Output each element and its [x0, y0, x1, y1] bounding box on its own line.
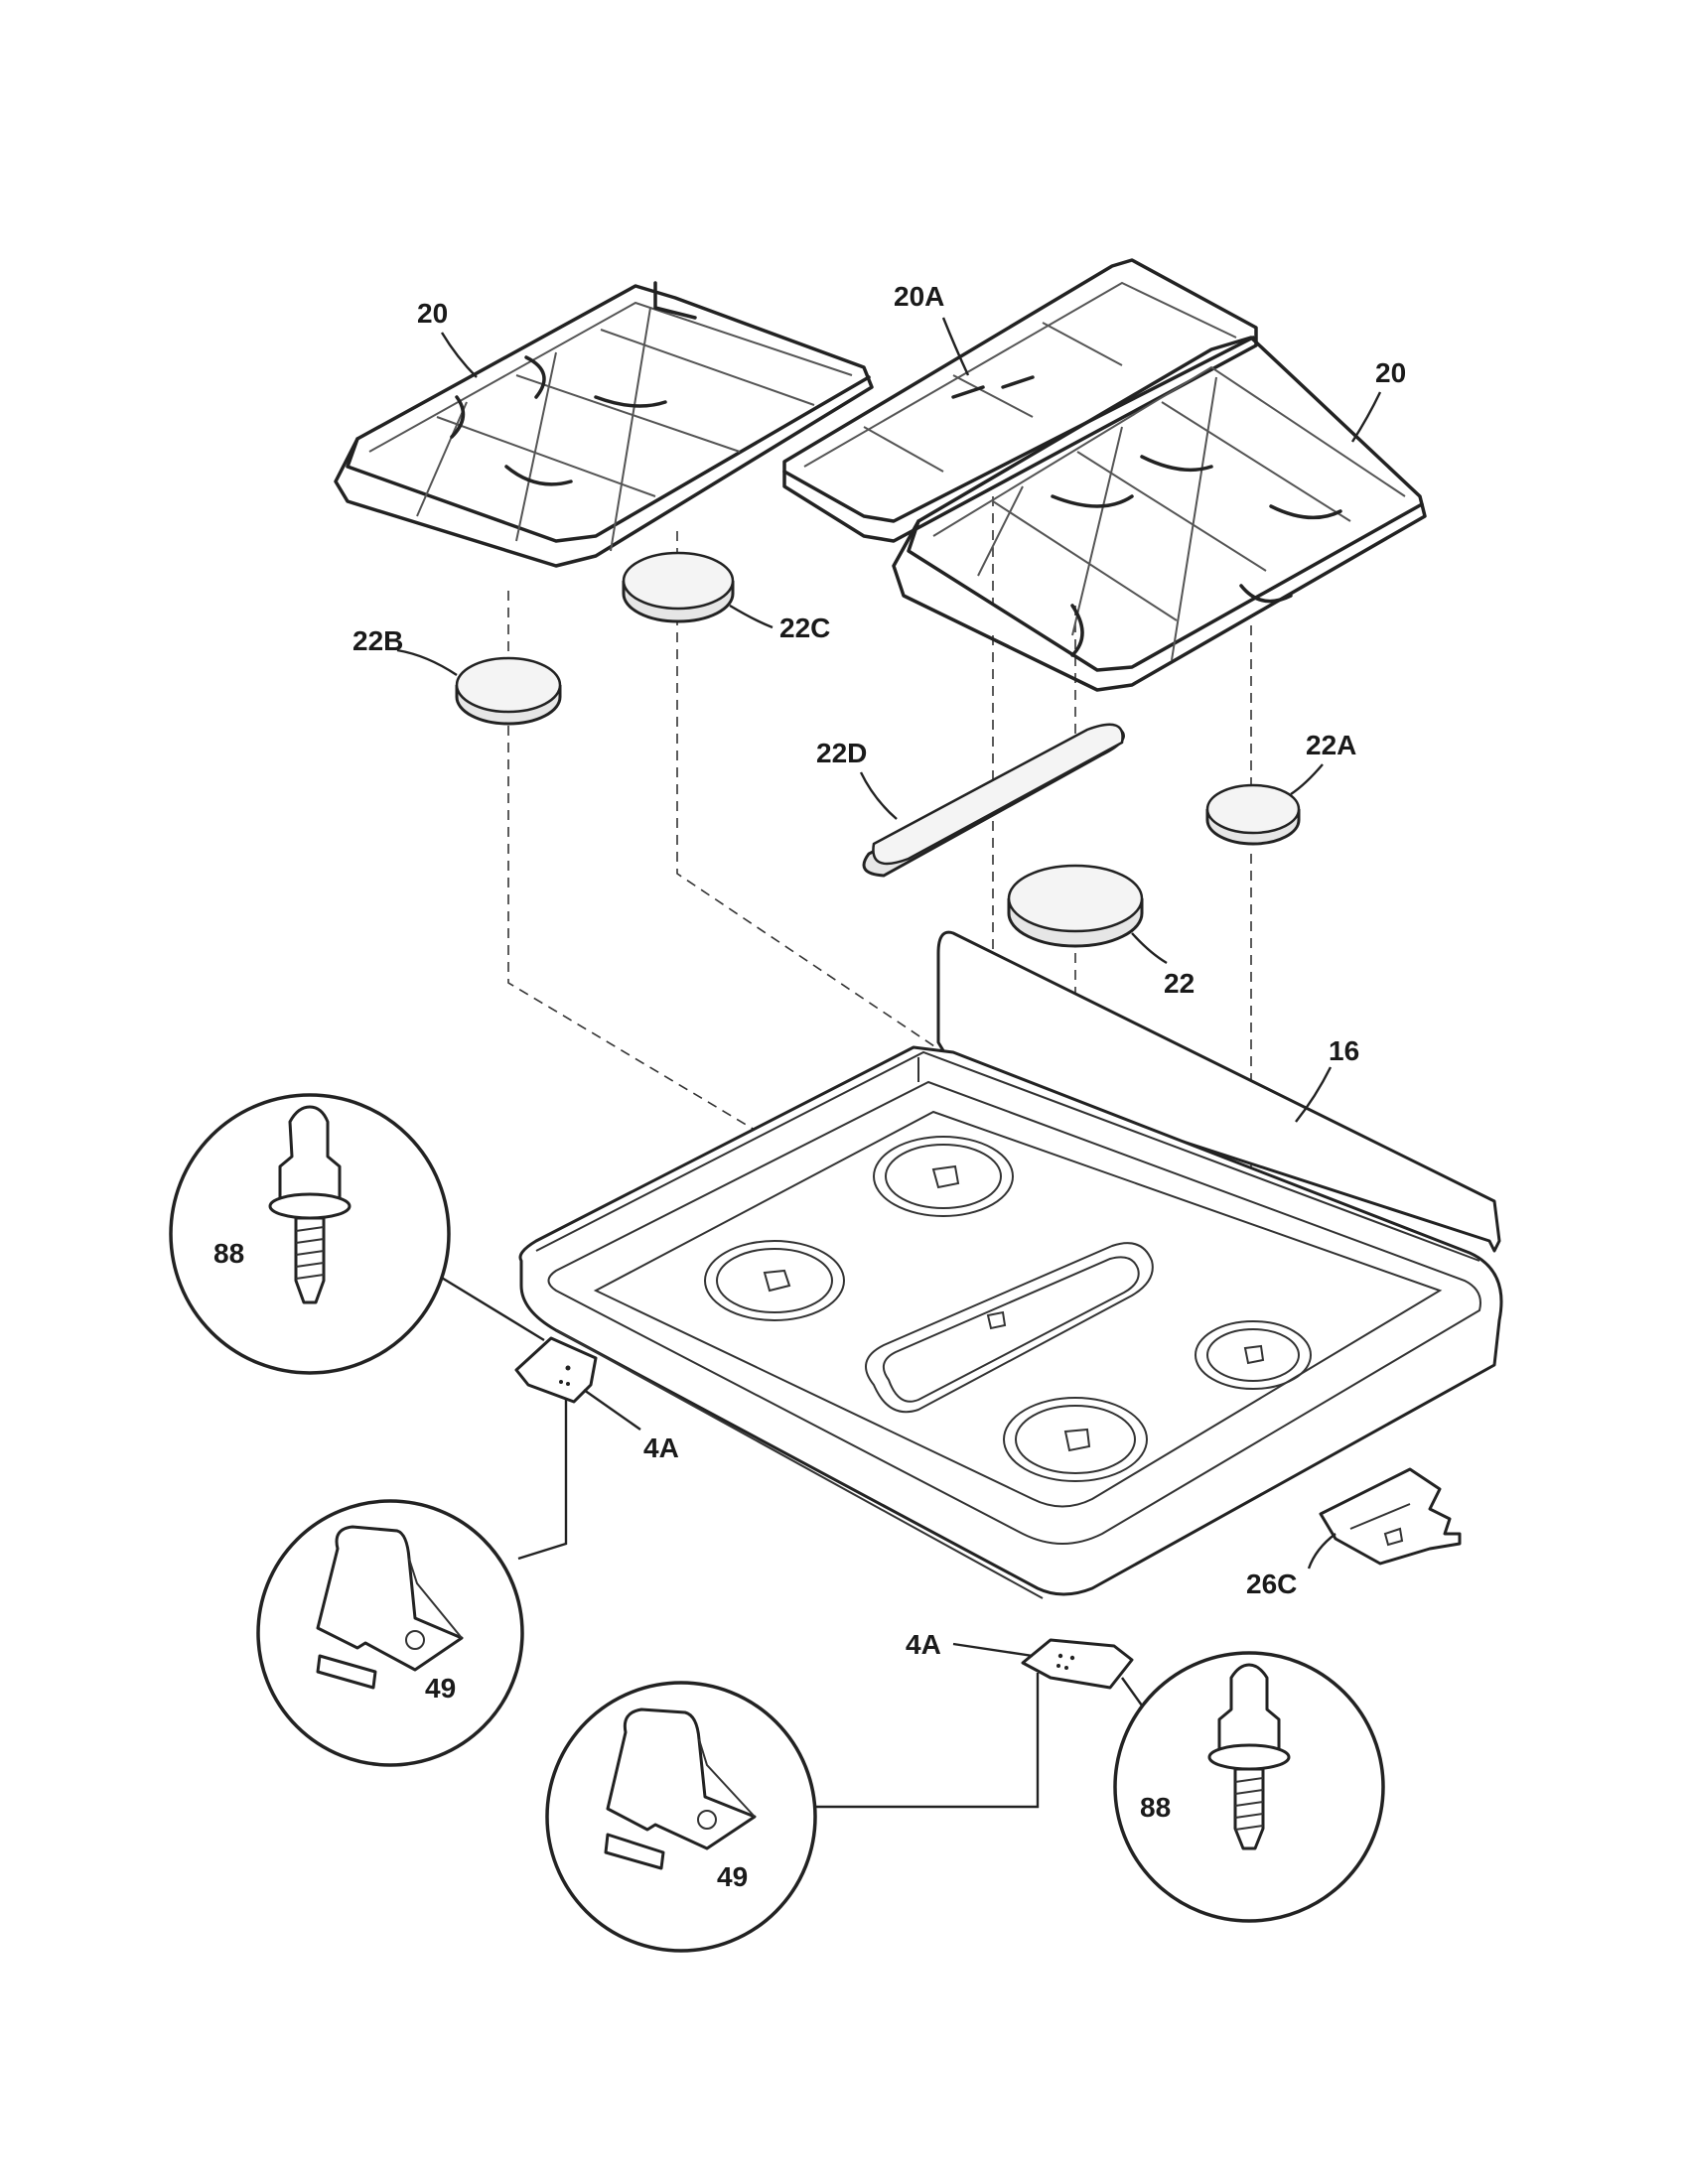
label-stud-right: 88 [1140, 1792, 1171, 1823]
burner-cap-22c [622, 551, 735, 623]
bracket-left [514, 1336, 598, 1404]
detail-clip-left [256, 1499, 524, 1767]
burner-rail [1319, 1467, 1462, 1566]
detail-stud-right [1113, 1651, 1385, 1923]
burner-rings [704, 1136, 1312, 1482]
label-bracket-right: 4A [906, 1629, 941, 1660]
label-cap-22b: 22B [352, 625, 403, 656]
label-bracket-left: 4A [643, 1433, 679, 1463]
label-grate-left: 20 [417, 298, 448, 329]
detail-clip-right [545, 1681, 817, 1953]
cooktop [518, 930, 1503, 1599]
part-labels: 20 20A 20 22B 22C 22D 22A 22 16 4A 4A 88… [213, 281, 1406, 1892]
label-cap-22d: 22D [816, 738, 867, 768]
burner-cap-22 [1007, 864, 1144, 948]
label-cap-22a: 22A [1306, 730, 1356, 760]
label-grate-center: 20A [894, 281, 944, 312]
label-grate-right: 20 [1375, 357, 1406, 388]
burner-cap-22b [455, 656, 562, 726]
label-rail: 26C [1246, 1569, 1297, 1599]
grate-right [892, 336, 1427, 692]
label-clip-right: 49 [717, 1861, 748, 1892]
detail-stud-left [169, 1093, 451, 1375]
burner-cap-22d [862, 723, 1125, 878]
label-cap-22c: 22C [779, 613, 830, 643]
label-stud-left: 88 [213, 1238, 244, 1269]
burner-cap-22a [1205, 783, 1301, 846]
callout-leaders [396, 317, 1382, 1570]
label-cooktop: 16 [1329, 1035, 1359, 1066]
label-clip-left: 49 [425, 1673, 456, 1704]
bracket-right [1021, 1638, 1134, 1690]
grate-center [782, 258, 1258, 543]
grate-left [334, 281, 874, 568]
label-cap-22: 22 [1164, 968, 1195, 999]
